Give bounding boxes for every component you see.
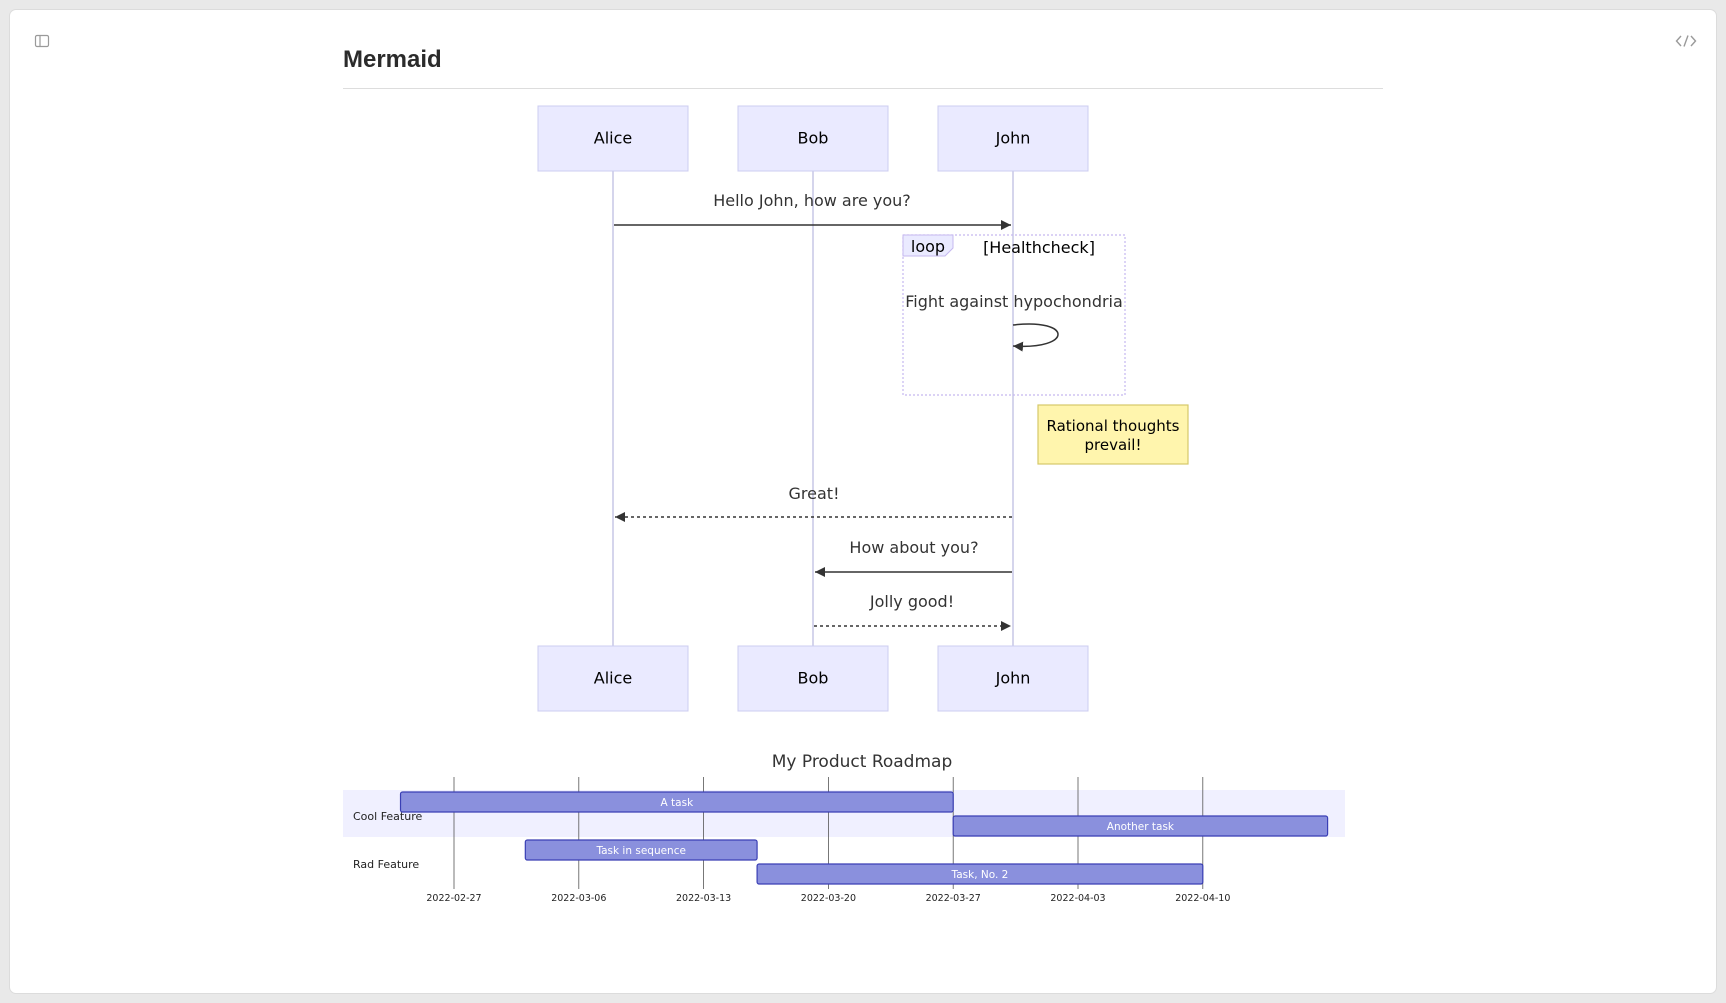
- actor-box-bob-bottom[interactable]: Bob: [737, 645, 889, 712]
- actor-label-alice-bottom: Alice: [594, 669, 632, 688]
- gantt-task-rect: [524, 839, 758, 861]
- gantt-task-label: A task: [661, 797, 695, 809]
- gantt-task-rect: [399, 791, 954, 813]
- self-message-arrow: [1012, 323, 1059, 352]
- title-divider: [343, 88, 1383, 89]
- sidebar-icon[interactable]: [33, 32, 51, 50]
- section-label: Rad Feature: [353, 858, 419, 871]
- message-label: Hello John, how are you?: [713, 191, 911, 210]
- actor-box-alice-bottom[interactable]: Alice: [537, 645, 689, 712]
- gantt-tick-label: 2022-03-27: [926, 893, 981, 904]
- actor-box-bob-top[interactable]: Bob: [737, 105, 889, 172]
- gantt-title: My Product Roadmap: [772, 752, 953, 772]
- sequence-diagram: Alice Bob John Hello John, how are you? …: [537, 105, 1189, 712]
- gantt-tick-label: 2022-04-10: [1175, 893, 1230, 904]
- gantt-task-bar[interactable]: A task: [399, 791, 954, 813]
- gantt-task-rect: [952, 815, 1329, 837]
- gantt-tick-label: 2022-02-27: [426, 893, 481, 904]
- message-label: Fight against hypochondria: [905, 292, 1123, 311]
- actor-label-bob-bottom: Bob: [798, 669, 829, 688]
- loop-block: loop [Healthcheck]: [902, 234, 1126, 396]
- actor-box-alice-top[interactable]: Alice: [537, 105, 689, 172]
- actor-box-john-top[interactable]: John: [937, 105, 1089, 172]
- loop-keyword: loop: [911, 237, 945, 256]
- note: Rational thoughts prevail!: [1037, 404, 1189, 465]
- note-line-2: prevail!: [1084, 436, 1141, 454]
- message-label: Jolly good!: [869, 592, 954, 611]
- actor-label-john-bottom: John: [995, 669, 1031, 688]
- message-label: How about you?: [849, 538, 978, 557]
- page-title: Mermaid: [343, 46, 442, 73]
- loop-label: [Healthcheck]: [983, 238, 1095, 257]
- gantt-tick-label: 2022-04-03: [1050, 893, 1105, 904]
- message-label: Great!: [789, 484, 840, 503]
- gantt-task-label: Another task: [1107, 821, 1175, 833]
- actor-label-alice-top: Alice: [594, 129, 632, 148]
- gantt-task-bar[interactable]: Task, No. 2: [756, 863, 1204, 885]
- code-icon[interactable]: [1674, 32, 1698, 50]
- gantt-task-bar[interactable]: Another task: [952, 815, 1329, 837]
- section-label: Cool Feature: [353, 810, 422, 823]
- gantt-task-bar[interactable]: Task in sequence: [524, 839, 758, 861]
- gantt-tick-label: 2022-03-13: [676, 893, 731, 904]
- gantt-tick-label: 2022-03-06: [551, 893, 606, 904]
- gantt-task-label: Task in sequence: [595, 845, 686, 857]
- gantt-tick-label: 2022-03-20: [801, 893, 856, 904]
- gantt-task-label: Task, No. 2: [951, 869, 1009, 881]
- actor-label-bob-top: Bob: [798, 129, 829, 148]
- actor-label-john-top: John: [995, 129, 1031, 148]
- note-line-1: Rational thoughts: [1047, 417, 1180, 435]
- actor-box-john-bottom[interactable]: John: [937, 645, 1089, 712]
- gantt-task-rect: [756, 863, 1204, 885]
